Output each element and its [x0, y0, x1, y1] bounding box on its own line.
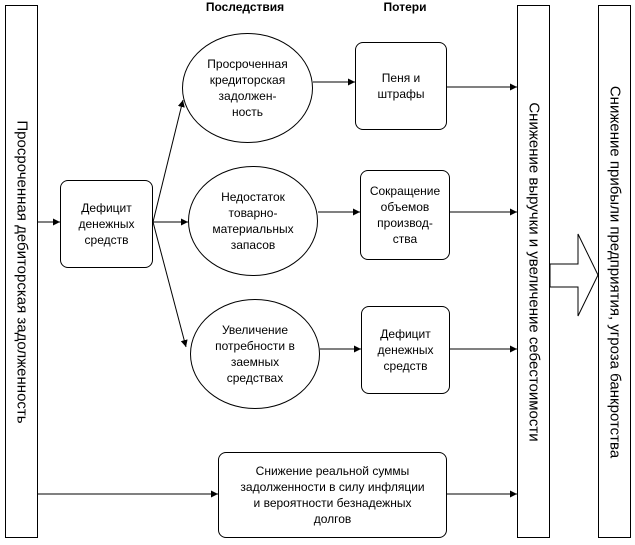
loss-cash-deficit: Дефицит денежных средств: [361, 306, 450, 394]
loss-production-cut: Сокращение объемов производ- ства: [360, 170, 450, 260]
ellipse-borrowed-funds-label: Увеличение потребности в заемных средств…: [215, 323, 295, 385]
column-overdue-receivables: Просроченная дебиторская задолженность: [5, 5, 38, 538]
column-revenue-decrease-label: Снижение выручки и увеличение себестоимо…: [525, 101, 542, 442]
loss-penalties: Пеня и штрафы: [355, 42, 447, 130]
loss-production-cut-label: Сокращение объемов производ- ства: [369, 184, 441, 246]
ellipse-inventory-shortage-label: Недостаток товарно- материальных запасов: [212, 190, 294, 252]
column-profit-decrease-label: Снижение прибыли предприятия, угроза бан…: [606, 85, 623, 458]
column-revenue-decrease: Снижение выручки и увеличение себестоимо…: [517, 5, 550, 538]
column-profit-decrease: Снижение прибыли предприятия, угроза бан…: [598, 5, 631, 538]
arrow-deficit-to-borrowed: [152, 221, 188, 348]
loss-cash-deficit-label: Дефицит денежных средств: [377, 327, 434, 373]
arrow-deficit-to-overdue: [152, 99, 185, 223]
ellipse-borrowed-funds: Увеличение потребности в заемных средств…: [190, 299, 320, 409]
header-losses: Потери: [383, 0, 427, 14]
node-cash-deficit-main-label: Дефицит денежных средств: [78, 201, 135, 247]
node-cash-deficit-main: Дефицит денежных средств: [60, 180, 153, 268]
header-consequences: Последствия: [205, 0, 285, 14]
inflation-box-label: Снижение реальной суммы задолженности в …: [240, 464, 425, 526]
ellipse-inventory-shortage: Недостаток товарно- материальных запасов: [188, 166, 318, 276]
inflation-box: Снижение реальной суммы задолженности в …: [218, 452, 447, 538]
ellipse-overdue-payables-label: Просроченная кредиторская задолжен- ност…: [207, 57, 288, 119]
loss-penalties-label: Пеня и штрафы: [377, 71, 425, 101]
column-overdue-receivables-label: Просроченная дебиторская задолженность: [13, 119, 30, 424]
block-arrow-middle-to-right: [549, 233, 599, 317]
ellipse-overdue-payables: Просроченная кредиторская задолжен- ност…: [182, 33, 313, 143]
